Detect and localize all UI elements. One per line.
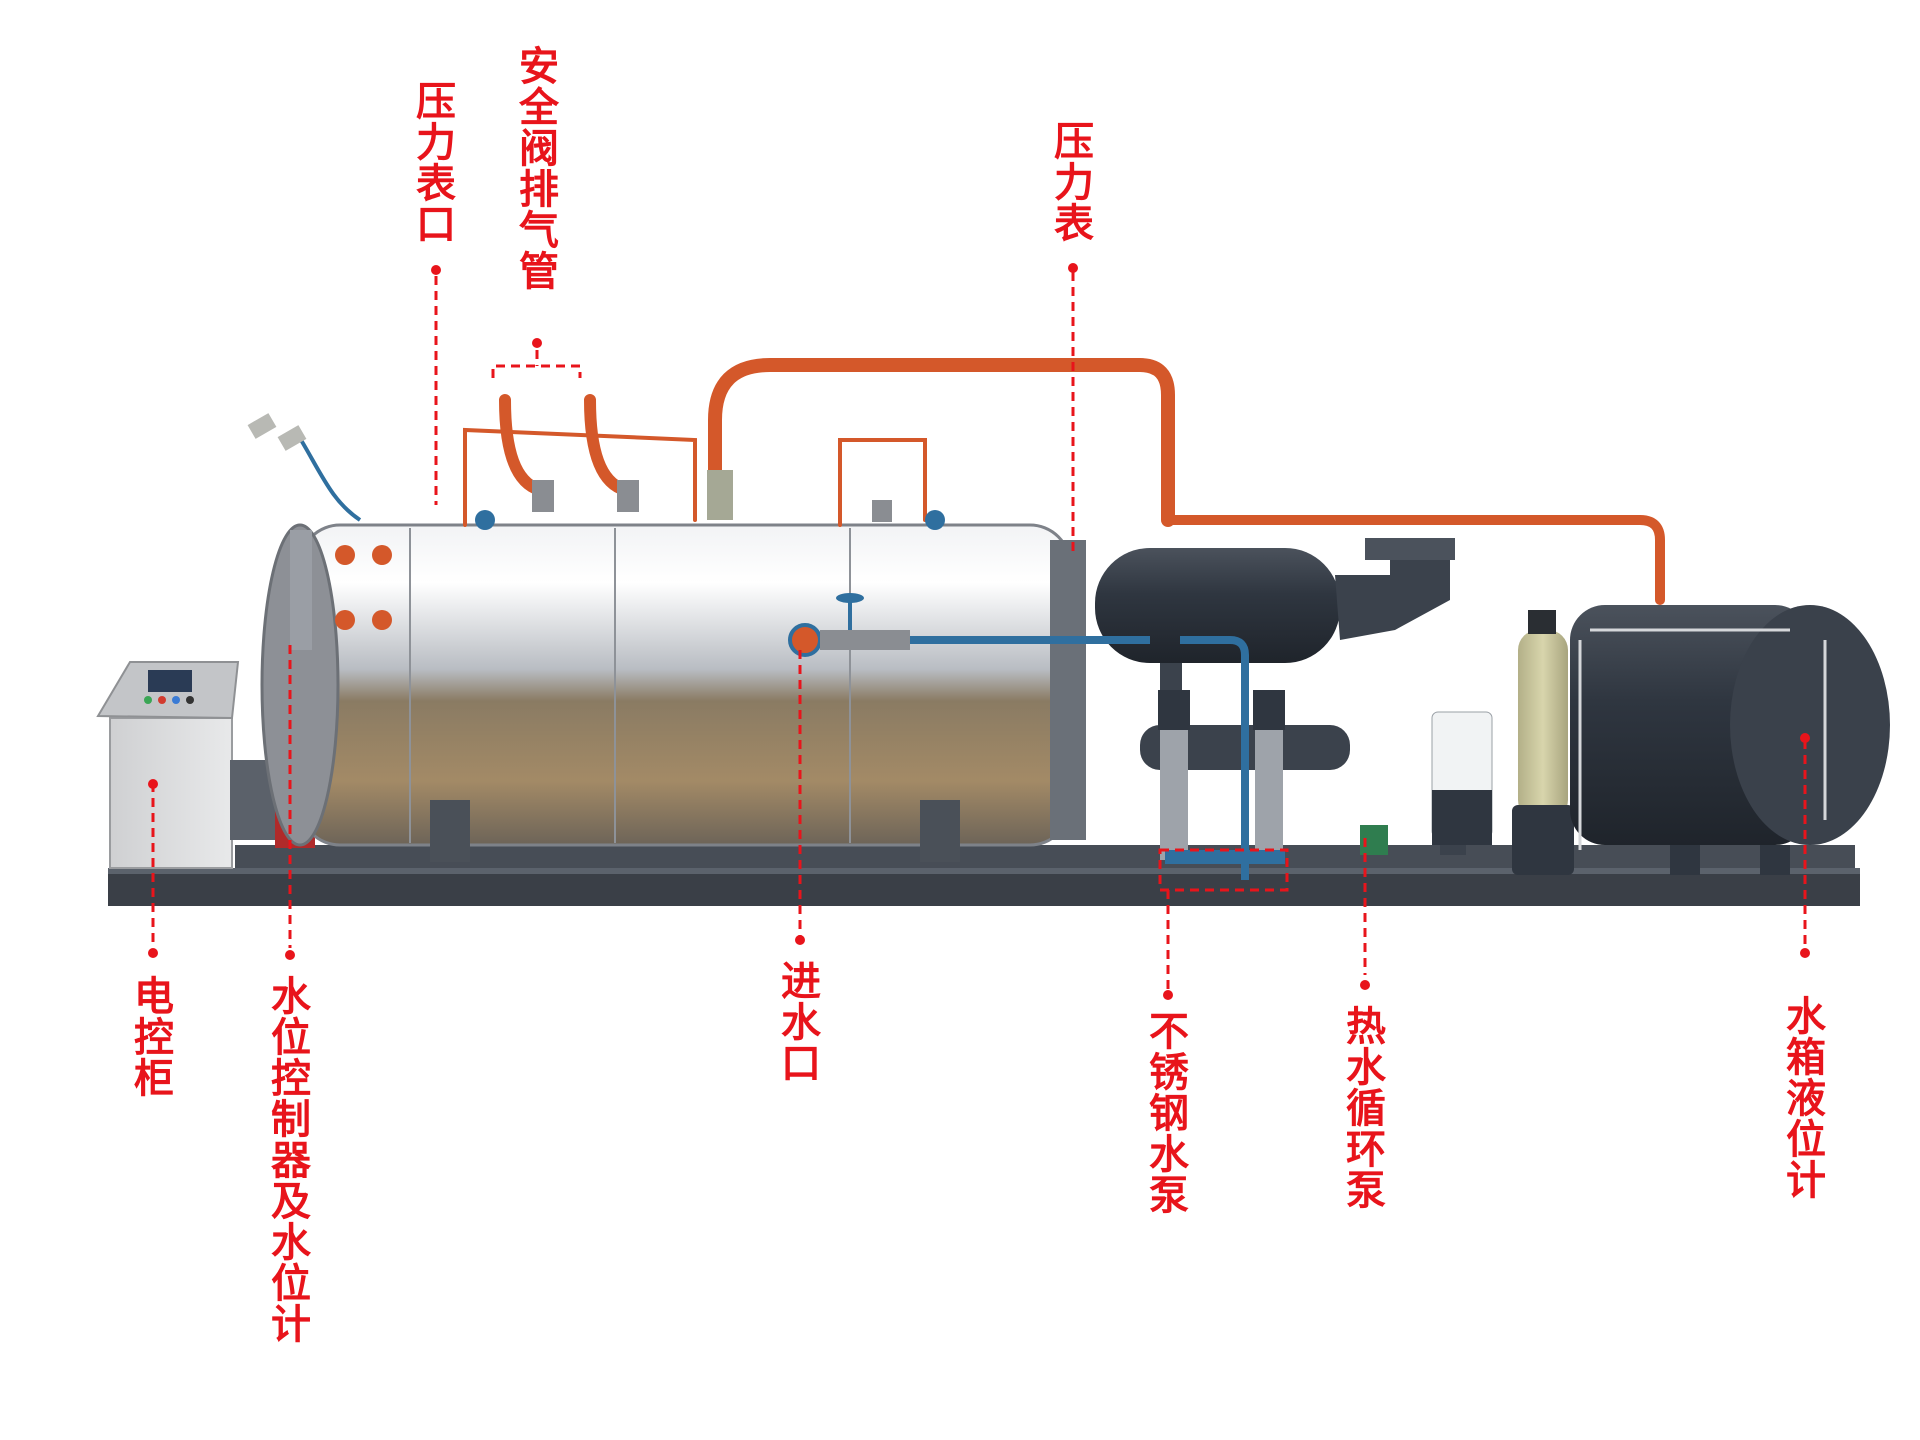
softener-tanks xyxy=(1431,610,1574,875)
control-cabinet xyxy=(96,661,280,869)
boiler-shell xyxy=(260,523,1086,862)
label-safety-valve-exhaust: 安全阀排气管 xyxy=(512,45,558,291)
leader-lines xyxy=(151,272,1807,990)
label-water-level-controller: 水位控制器及水位计 xyxy=(264,975,310,1344)
label-pressure-gauge-port: 压力表口 xyxy=(409,80,455,244)
base-frame xyxy=(108,845,1860,906)
label-tank-level-gauge: 水箱液位计 xyxy=(1779,995,1825,1200)
label-hot-water-pump: 热水循环泵 xyxy=(1339,1005,1385,1210)
water-tank xyxy=(1570,605,1890,875)
left-fittings xyxy=(247,413,392,650)
label-stainless-pump: 不锈钢水泵 xyxy=(1142,1010,1188,1215)
top-valves xyxy=(475,470,945,530)
economizer xyxy=(1095,538,1455,723)
label-water-inlet: 进水口 xyxy=(774,960,820,1083)
inlet-valve xyxy=(788,593,910,657)
label-control-cabinet: 电控柜 xyxy=(127,975,173,1098)
label-pressure-gauge: 压力表 xyxy=(1047,120,1093,243)
annotation-dots xyxy=(148,263,1810,1000)
